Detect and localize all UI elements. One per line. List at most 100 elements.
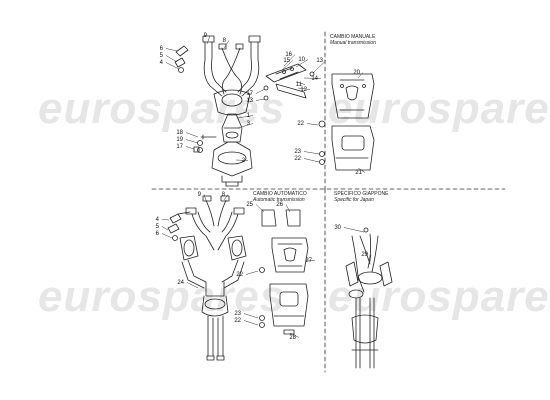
japan-exhaust-pipe	[351, 297, 379, 369]
callout-number-16: 16	[285, 52, 292, 58]
section-dividers	[151, 31, 506, 373]
callout-14: 14	[303, 76, 322, 82]
callout-12: 12	[297, 87, 311, 93]
caption-manual-title: CAMBIO MANUALE	[330, 34, 376, 40]
callout-28: 28	[289, 332, 300, 341]
callout-leader-28	[289, 332, 300, 338]
callout-23: 23	[234, 311, 259, 319]
callout-26: 26	[276, 202, 291, 213]
callout-leader-8	[223, 194, 229, 201]
automatic-y-pipe	[181, 259, 245, 317]
callout-8: 8	[222, 192, 229, 201]
callout-leader-1	[237, 115, 254, 119]
callout-29: 29	[361, 252, 372, 263]
callout-6: 6	[160, 46, 178, 52]
callout-21: 21	[355, 167, 366, 176]
callout-leader-23	[303, 151, 320, 155]
automatic-brackets-top	[261, 209, 301, 227]
automatic-heat-shield-upper	[259, 237, 309, 273]
automatic-tailpipes	[206, 315, 225, 361]
callout-19: 19	[176, 137, 199, 144]
callout-number-11: 11	[296, 82, 303, 88]
callout-number-22: 22	[234, 318, 241, 324]
callout-leader-22	[245, 270, 259, 275]
callout-number-17: 17	[246, 91, 253, 97]
callout-number-30: 30	[334, 225, 341, 231]
callout-leader-20	[357, 72, 364, 79]
callout-number-28: 28	[289, 335, 296, 341]
callout-number-21: 21	[355, 170, 362, 176]
callout-number-3: 3	[247, 121, 251, 127]
callout-number-6: 6	[156, 231, 160, 237]
callout-leader-5	[161, 226, 169, 231]
callout-leader-25	[255, 204, 265, 213]
callout-22: 22	[236, 270, 259, 278]
caption-japan-specific: SPECIFICO GIAPPONE Specific for Japan	[334, 191, 388, 203]
automatic-exhaust-manifold	[185, 195, 245, 251]
callout-9: 9	[204, 33, 211, 45]
callout-leader-11	[295, 81, 306, 85]
callout-leader-24	[186, 282, 199, 289]
callout-30: 30	[334, 225, 365, 233]
callout-number-8: 8	[222, 192, 226, 198]
callout-leader-29	[369, 254, 372, 263]
callout-24: 24	[177, 280, 199, 289]
callout-number-15: 15	[283, 58, 290, 64]
callout-leader-6	[165, 48, 178, 52]
callout-number-13: 13	[246, 98, 253, 104]
callout-leader-3	[237, 123, 254, 129]
callout-number-24: 24	[177, 280, 184, 286]
callout-number-25: 25	[246, 202, 253, 208]
callout-13: 13	[246, 98, 266, 104]
caption-automatic-subtitle: Automatic transmission	[253, 197, 305, 203]
callout-leader-9	[206, 35, 211, 45]
callout-leader-22	[303, 158, 320, 163]
callout-number-22: 22	[294, 156, 301, 162]
callout-1: 1	[237, 113, 254, 119]
callout-number-17: 17	[176, 144, 183, 150]
callout-leader-21	[357, 167, 366, 173]
automatic-catalyst-left	[179, 235, 199, 261]
callout-23: 23	[294, 149, 320, 155]
caption-japan-subtitle: Specific for Japan	[334, 197, 374, 203]
callout-leader-22	[306, 123, 319, 126]
callout-number-13: 13	[316, 58, 323, 64]
manual-hanger-bracket	[263, 63, 315, 101]
callout-22: 22	[297, 121, 319, 127]
callout-number-5: 5	[160, 53, 164, 59]
callout-15: 15	[281, 58, 294, 71]
callout-17: 17	[176, 144, 195, 150]
callout-leader-17	[185, 146, 195, 150]
watermark-bottom-left: eurospares	[38, 272, 286, 321]
callout-leader-12	[297, 87, 311, 90]
callout-25: 25	[246, 202, 265, 213]
callout-leader-17	[255, 88, 266, 94]
callout-5: 5	[156, 224, 169, 231]
watermark-bottom-right: eurospares	[328, 272, 550, 321]
callout-leader-4	[165, 62, 180, 70]
callout-3: 3	[237, 121, 254, 129]
callout-leader-14	[303, 77, 322, 79]
callout-leader-23	[243, 313, 259, 319]
callout-number-8: 8	[223, 38, 227, 44]
callout-8: 8	[223, 38, 230, 49]
callout-leader-19	[185, 139, 199, 144]
callout-number-23: 23	[234, 311, 241, 317]
caption-manual-subtitle: Manual transmission	[330, 40, 376, 46]
caption-manual-transmission: CAMBIO MANUALE Manual transmission	[330, 34, 376, 46]
watermark-top-right: eurospares	[328, 84, 550, 133]
callout-number-9: 9	[198, 192, 202, 198]
callout-10: 10	[295, 57, 309, 68]
callout-11: 11	[295, 81, 306, 88]
manual-heat-shield-lower	[318, 120, 375, 171]
callout-leader-2	[235, 159, 249, 161]
watermark-top-left: eurospares	[38, 84, 286, 133]
callout-leader-18	[185, 132, 199, 138]
manual-catalyst-2	[211, 141, 253, 187]
automatic-heat-shield-lower	[259, 283, 309, 335]
callout-leader-16	[283, 54, 296, 67]
callout-leader-10	[295, 59, 309, 68]
callout-16: 16	[283, 52, 296, 67]
callout-number-29: 29	[361, 252, 368, 258]
